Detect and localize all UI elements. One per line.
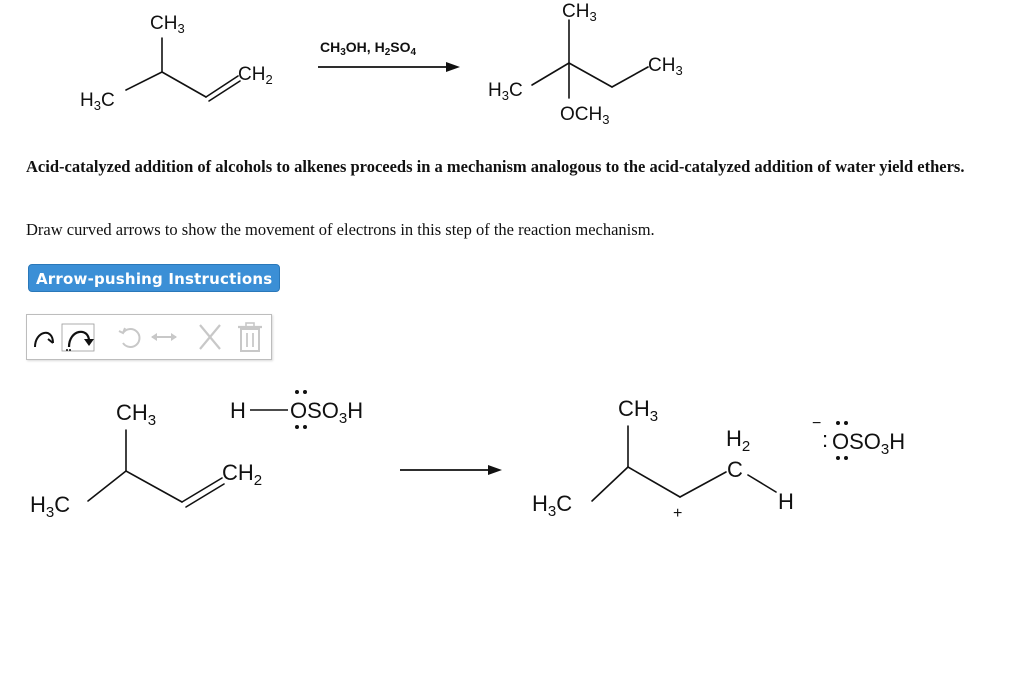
delete-x-icon[interactable] bbox=[195, 321, 225, 353]
lone-pair-dot[interactable] bbox=[303, 425, 307, 429]
mechanism-step: CH3 CH2 H3C H OSO3H CH3 H2 C H H3C + − :… bbox=[30, 390, 905, 522]
product-ch3-top-label: CH3 bbox=[562, 1, 597, 24]
bisulfate-anion[interactable]: − : OSO3H bbox=[812, 415, 905, 460]
product-h-label: H bbox=[778, 489, 794, 514]
acid-oso3h-label: OSO3H bbox=[290, 398, 363, 427]
reaction-scheme: CH3 CH2 H3C CH3OH, H2SO4 CH3 CH3 H3C OCH… bbox=[80, 1, 683, 127]
question-prompt: Acid-catalyzed addition of alcohols to a… bbox=[26, 157, 965, 176]
acid-h-label: H bbox=[230, 398, 246, 423]
resonance-arrow-icon[interactable] bbox=[147, 321, 181, 353]
product-ch3-right-label: CH3 bbox=[648, 55, 683, 78]
carbocation-product[interactable]: CH3 H2 C H H3C + bbox=[532, 396, 794, 522]
alkene-h3c-label: H3C bbox=[30, 492, 70, 521]
alkene-reactant[interactable]: CH3 CH2 H3C bbox=[30, 400, 262, 521]
lone-pair-dot[interactable] bbox=[303, 390, 307, 394]
alkene-ch3-label: CH3 bbox=[116, 400, 156, 429]
reactant-h3c-label: H3C bbox=[80, 90, 115, 113]
carbocation-charge: + bbox=[673, 505, 682, 522]
lone-pair-dot[interactable] bbox=[295, 390, 299, 394]
mechanism-arrow bbox=[400, 465, 502, 475]
product-och3-label: OCH3 bbox=[560, 104, 609, 127]
trash-icon[interactable] bbox=[233, 321, 267, 353]
product-c-label: C bbox=[727, 457, 743, 482]
single-electron-arrow-icon[interactable] bbox=[29, 321, 61, 353]
question-instruction: Draw curved arrows to show the movement … bbox=[26, 220, 655, 239]
anion-charge: − bbox=[812, 415, 821, 432]
reaction-arrow: CH3OH, H2SO4 bbox=[318, 39, 460, 72]
product-h3c-label: H3C bbox=[532, 491, 572, 520]
reactant-ch3-label: CH3 bbox=[150, 13, 185, 36]
reactant-ch2-label: CH2 bbox=[238, 64, 273, 87]
product-structure: CH3 CH3 H3C OCH3 bbox=[488, 1, 683, 127]
sulfuric-acid[interactable]: H OSO3H bbox=[230, 390, 363, 429]
alkene-ch2-label: CH2 bbox=[222, 460, 262, 489]
lone-pair-dot[interactable] bbox=[295, 425, 299, 429]
arrow-toolbar bbox=[26, 314, 272, 360]
electron-pair-arrow-icon[interactable] bbox=[61, 321, 97, 353]
anion-oso3h-label: OSO3H bbox=[832, 429, 905, 458]
reactant-structure: CH3 CH2 H3C bbox=[80, 13, 273, 113]
reaction-conditions: CH3OH, H2SO4 bbox=[320, 39, 416, 58]
product-h2-label: H2 bbox=[726, 426, 750, 455]
product-h3c-label: H3C bbox=[488, 80, 523, 103]
cycle-icon[interactable] bbox=[115, 321, 145, 353]
arrow-pushing-instructions-button[interactable]: Arrow-pushing Instructions bbox=[28, 264, 281, 292]
anion-left-lone-pair: : bbox=[822, 427, 828, 452]
product-ch3-label: CH3 bbox=[618, 396, 658, 425]
